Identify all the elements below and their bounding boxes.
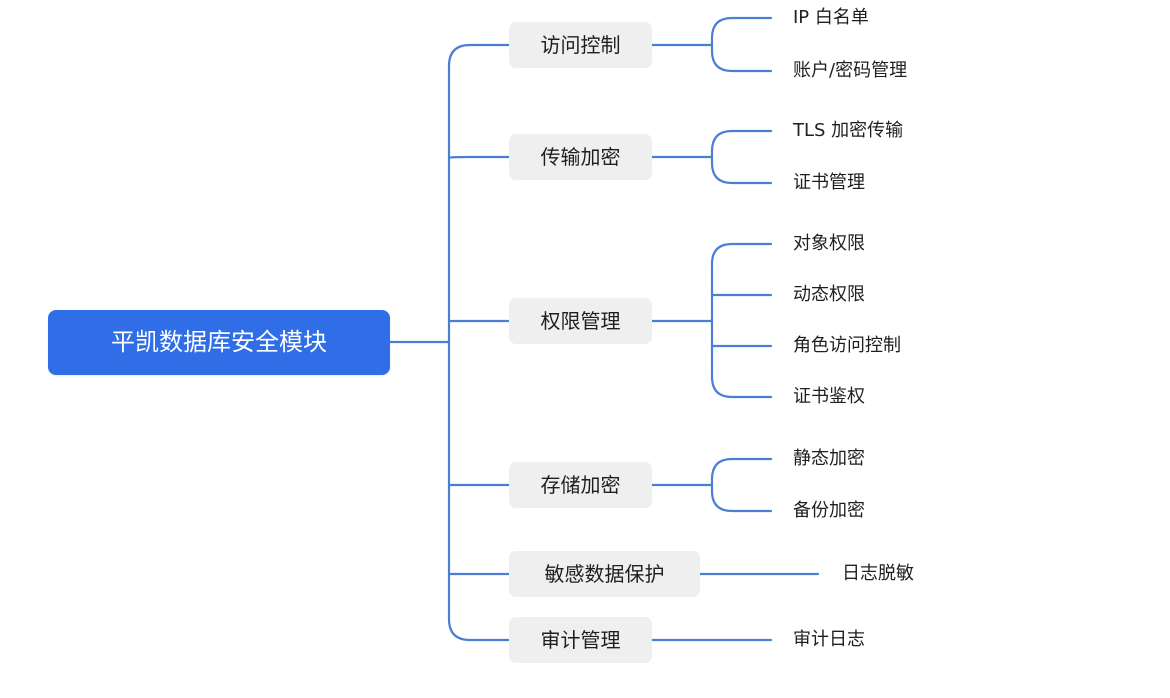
leaf-node[interactable]: 账户/密码管理 xyxy=(793,60,908,81)
branch-connector xyxy=(447,155,511,160)
leaf-node[interactable]: 证书鉴权 xyxy=(793,386,865,407)
branch-node-storage-encryption[interactable]: 存储加密 xyxy=(509,462,652,508)
branch-node-access-control[interactable]: 访问控制 xyxy=(509,22,652,68)
leaf-node[interactable]: 角色访问控制 xyxy=(793,335,901,356)
branch-node-sensitive-data-protection[interactable]: 敏感数据保护 xyxy=(509,551,700,597)
trunk-connector xyxy=(447,43,511,642)
leaf-connector xyxy=(710,242,773,399)
leaf-connector xyxy=(710,457,773,513)
leaf-node[interactable]: IP 白名单 xyxy=(793,7,869,28)
branch-node-privilege-management[interactable]: 权限管理 xyxy=(509,298,652,344)
leaf-connector xyxy=(710,129,773,185)
leaf-connector xyxy=(710,16,773,73)
leaf-node[interactable]: 审计日志 xyxy=(793,629,865,650)
leaf-node[interactable]: 动态权限 xyxy=(793,284,865,305)
leaf-node[interactable]: 日志脱敏 xyxy=(842,563,914,584)
leaf-node[interactable]: 对象权限 xyxy=(793,233,865,254)
branch-node-audit-management[interactable]: 审计管理 xyxy=(509,617,652,663)
leaf-node[interactable]: 备份加密 xyxy=(793,500,865,521)
root-node[interactable]: 平凯数据库安全模块 xyxy=(48,310,390,375)
leaf-node[interactable]: TLS 加密传输 xyxy=(793,120,904,141)
branch-node-transport-encryption[interactable]: 传输加密 xyxy=(509,134,652,180)
leaf-node[interactable]: 证书管理 xyxy=(793,172,865,193)
leaf-node[interactable]: 静态加密 xyxy=(793,448,865,469)
